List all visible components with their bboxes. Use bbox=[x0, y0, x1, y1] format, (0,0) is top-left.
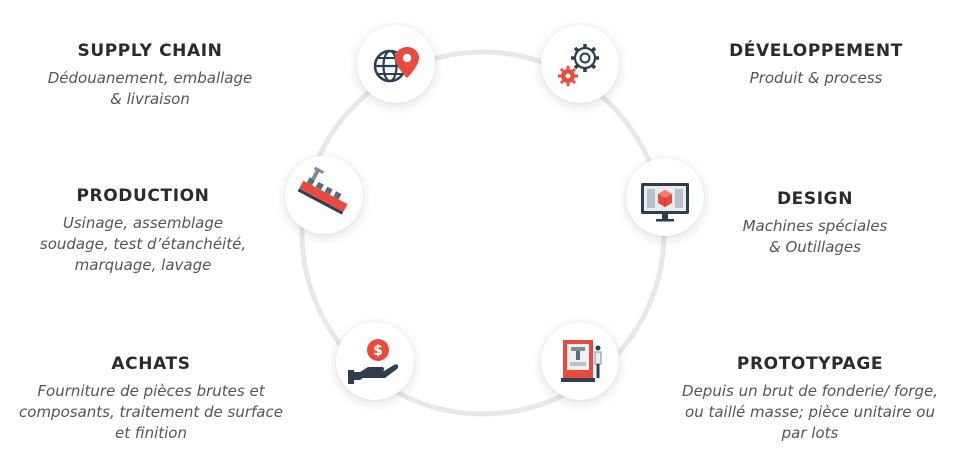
step-achats: ACHATS Fourniture de pièces brutes et co… bbox=[0, 354, 302, 444]
node-supply-chain bbox=[357, 25, 435, 103]
supply-chain-description: Dédouanement, emballage & livraison bbox=[47, 69, 253, 108]
supply-chain-title: SUPPLY CHAIN bbox=[77, 41, 223, 61]
production-description: Usinage, assemblage soudage, test d’étan… bbox=[39, 214, 247, 274]
prototypage-description: Depuis un brut de fonderie/ forge, ou ta… bbox=[682, 382, 938, 442]
step-production: PRODUCTION Usinage, assemblage soudage, … bbox=[8, 186, 278, 276]
node-prototypage bbox=[541, 322, 619, 400]
step-developpement: DÉVELOPPEMENT Produit & process bbox=[690, 41, 942, 89]
design-title: DESIGN bbox=[776, 189, 854, 209]
achats-title: ACHATS bbox=[111, 354, 191, 374]
node-design bbox=[626, 158, 704, 236]
node-developpement bbox=[541, 25, 619, 103]
gears-icon bbox=[558, 44, 599, 86]
step-prototypage: PROTOTYPAGE Depuis un brut de fonderie/ … bbox=[664, 354, 956, 444]
achats-description: Fourniture de pièces brutes et composant… bbox=[19, 382, 283, 442]
hand-coin-icon: $ bbox=[348, 339, 399, 384]
design-description: Machines spéciales & Outillages bbox=[742, 217, 888, 256]
svg-text:$: $ bbox=[373, 343, 383, 359]
globe-pin-icon bbox=[373, 47, 419, 83]
prototypage-title: PROTOTYPAGE bbox=[736, 354, 884, 374]
monitor-cube-icon bbox=[641, 183, 689, 222]
developpement-description: Produit & process bbox=[749, 69, 883, 87]
node-achats: $ bbox=[336, 322, 414, 400]
production-title: PRODUCTION bbox=[76, 186, 210, 206]
step-design: DESIGN Machines spéciales & Outillages bbox=[720, 189, 910, 258]
cnc-machine-icon bbox=[561, 340, 602, 382]
developpement-title: DÉVELOPPEMENT bbox=[729, 41, 903, 61]
conveyor-icon bbox=[297, 166, 348, 215]
node-production bbox=[285, 156, 363, 234]
step-supply-chain: SUPPLY CHAIN Dédouanement, emballage & l… bbox=[20, 41, 280, 110]
